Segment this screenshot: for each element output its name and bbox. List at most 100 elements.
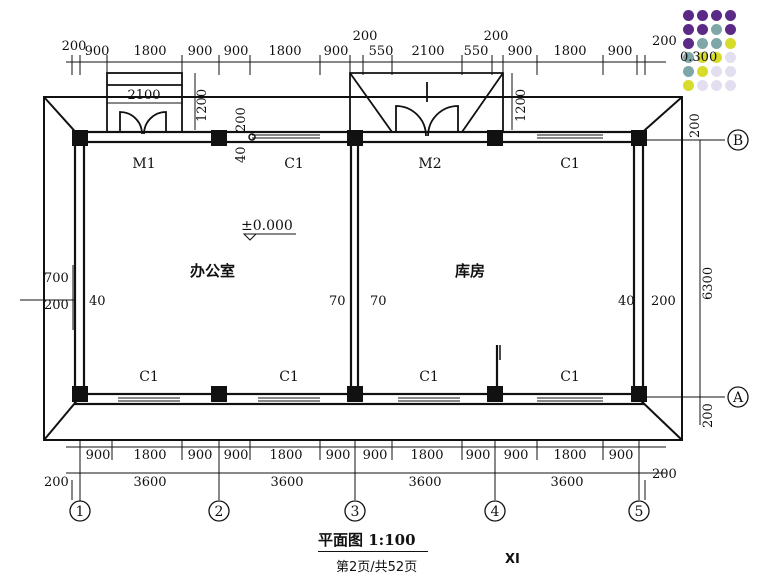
dim-top-900-6: 900 [608,44,633,59]
axis-label-4: 4 [491,504,500,520]
dim-top-900-5: 900 [508,44,533,59]
dim-v-200-left: 200 [234,107,249,132]
dim-bot-3600-1: 3600 [133,475,166,490]
dim-porch-1200-left: 1200 [195,89,210,122]
dim-bot-900-2: 900 [188,448,213,463]
dim-side-40-right: 40 [618,294,635,309]
axis-label-3: 3 [351,504,360,520]
decorative-dot [697,10,708,21]
dim-bot-1800-1: 1800 [133,448,166,463]
decorative-dot [725,66,736,77]
decorative-dot [697,52,708,63]
floor-level-label: ±0.000 [241,218,293,234]
dim-bot-1800-4: 1800 [553,448,586,463]
caption-underline [318,551,428,552]
dim-top-900-1: 900 [85,44,110,59]
dim-bot-3600-2: 3600 [270,475,303,490]
axis-bubble-2 [208,500,230,522]
dim-side-6300: 6300 [701,267,716,300]
decorative-dot [683,10,694,21]
dim-bot-3600-4: 3600 [550,475,583,490]
columns [72,130,647,402]
level-symbol [242,233,296,241]
dim-bot-1800-3: 1800 [410,448,443,463]
axis-label-1: 1 [76,504,85,520]
decorative-dot [711,10,722,21]
bottom-dimension-lines [66,440,666,500]
decorative-dot [711,52,722,63]
window-label-bottom-2: C1 [279,369,299,385]
axis-lines [20,139,725,502]
window-label-top-1: C1 [284,156,304,172]
axis-label-A: A [732,390,744,406]
room-label-storage: 库房 [455,262,485,280]
top-dimension-lines [66,55,666,130]
decorative-dot [697,38,708,49]
dim-top-200-m2-left: 200 [353,29,378,44]
decorative-dot [711,24,722,35]
decorative-dot [711,66,722,77]
axis-bubble-1 [69,500,91,522]
axis-bubble-B [727,129,749,151]
dim-top-1800-3: 1800 [553,44,586,59]
decorative-dot [697,24,708,35]
dim-bot-900-3: 900 [224,448,249,463]
window-label-bottom-3: C1 [419,369,439,385]
decorative-dot [725,24,736,35]
dim-top-2100: 2100 [411,44,444,59]
dim-side-200-right: 200 [651,294,676,309]
dim-side-70-left: 70 [329,294,346,309]
door-label-m2: M2 [418,156,441,172]
dim-top-200-right: 200 [652,34,677,49]
window-label-bottom-4: C1 [560,369,580,385]
dim-top-1800-2: 1800 [268,44,301,59]
decorative-dot [683,80,694,91]
dim-top-200-left: 200 [62,39,87,54]
dim-bot-3600-3: 3600 [408,475,441,490]
decorative-dot [725,38,736,49]
dim-bot-900-6: 900 [466,448,491,463]
dim-side-70-right: 70 [370,294,387,309]
axis-bubble-3 [344,500,366,522]
dim-bot-200-right: 200 [652,467,677,482]
axis-label-2: 2 [215,504,224,520]
decorative-dot [683,24,694,35]
decorative-dot [697,66,708,77]
room-label-office: 办公室 [190,262,235,280]
decorative-dot [683,52,694,63]
walls [73,130,645,406]
decorative-dot-grid [683,10,769,126]
axis-label-5: 5 [635,504,644,520]
decorative-dot [697,80,708,91]
axis-bubble-4 [484,500,506,522]
axis-label-B: B [733,133,743,149]
decorative-dot [711,38,722,49]
page-indicator: 第2页/共52页 [336,560,418,575]
dim-bot-900-5: 900 [363,448,388,463]
dim-top-550-1: 550 [369,44,394,59]
dim-porch-1200-right: 1200 [514,89,529,122]
dim-side-40-left: 40 [89,294,106,309]
window-label-top-2: C1 [560,156,580,172]
axis-bubbles [69,129,749,522]
dim-bot-900-4: 900 [326,448,351,463]
dim-bot-900-8: 900 [609,448,634,463]
dim-side-200-bottom: 200 [701,403,716,428]
dim-side-700: 700 [44,271,69,286]
dim-v-200-right-top: 200 [688,113,703,138]
dim-top-1800-1: 1800 [133,44,166,59]
dim-v-40: 40 [234,146,249,163]
axis-bubble-A [727,386,749,408]
dim-top-900-2: 900 [188,44,213,59]
dim-bot-200-left: 200 [44,475,69,490]
dim-top-550-2: 550 [464,44,489,59]
dim-bot-900-7: 900 [504,448,529,463]
window-glazing [118,134,603,402]
decorative-dot [725,10,736,21]
porch-m2 [349,72,504,137]
dim-bot-1800-2: 1800 [269,448,302,463]
window-label-bottom-1: C1 [139,369,159,385]
dim-top-900-3: 900 [224,44,249,59]
door-label-m1: M1 [132,156,155,172]
